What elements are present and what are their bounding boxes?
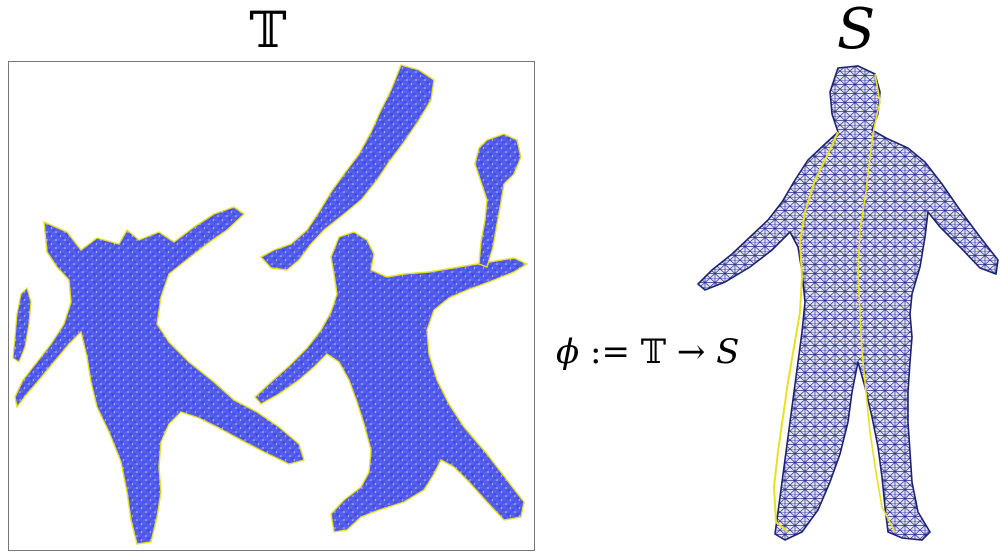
atlas-patch-figure-left — [14, 206, 305, 545]
atlas-patch-small-top-right — [474, 133, 522, 268]
surface-symbol-label: S — [836, 0, 876, 62]
human-body-mesh — [696, 65, 999, 541]
surface-seam-line — [772, 131, 839, 533]
texture-atlas-svg — [12, 64, 529, 545]
phi-symbol: ϕ — [556, 332, 580, 372]
atlas-symbol-inline: 𝕋 — [640, 332, 667, 372]
assign-symbol: := — [579, 332, 641, 372]
atlas-patch-strip-top — [259, 64, 435, 271]
mapping-equation: ϕ := 𝕋 → S — [556, 330, 766, 374]
atlas-patch-figure-right — [254, 231, 529, 533]
arrow-icon: → — [666, 332, 717, 372]
surface-seam-line-right — [857, 73, 896, 533]
human-mesh-svg — [696, 65, 999, 541]
human-mesh-surface — [690, 62, 1000, 554]
texture-atlas-panel — [8, 61, 535, 551]
atlas-patch-fragment-left — [12, 286, 32, 363]
surface-symbol-inline: S — [716, 332, 740, 372]
atlas-symbol-label: 𝕋 — [249, 1, 287, 59]
